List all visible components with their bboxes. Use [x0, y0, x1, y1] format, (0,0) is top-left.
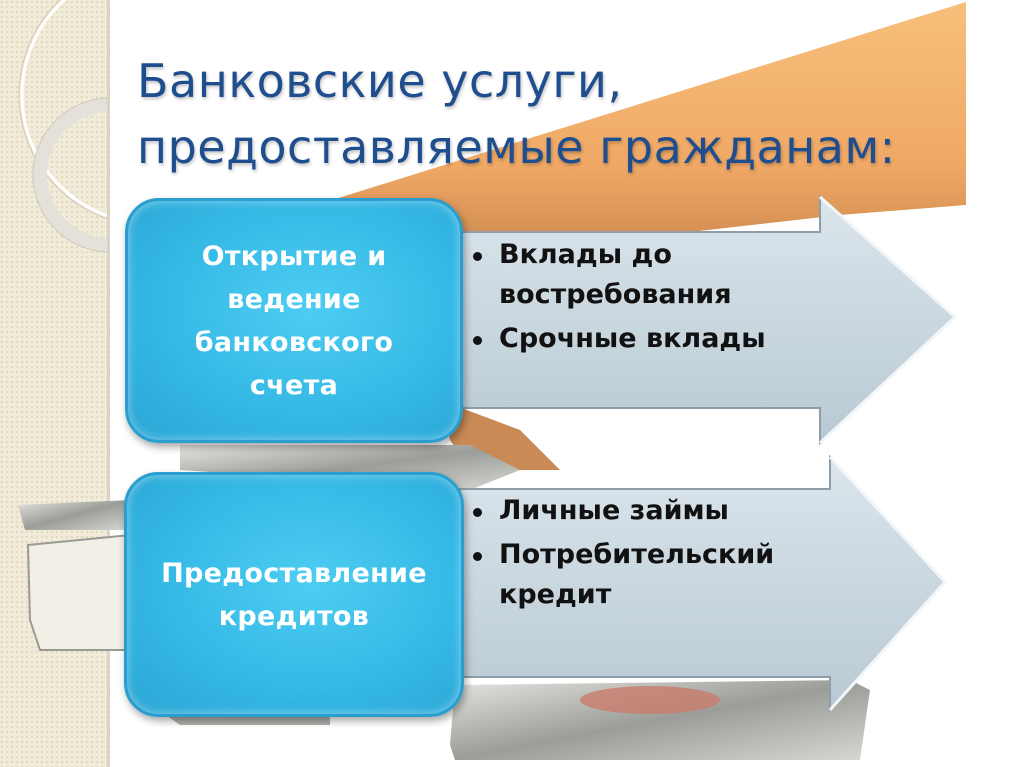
- service-box-account: Открытие и ведение банковского счета: [125, 198, 463, 443]
- list-item: Потребительский кредит: [465, 535, 835, 615]
- decorative-side-strip: [0, 0, 110, 767]
- service-arrow-deposits: Вклады до востребования Срочные вклады: [440, 195, 960, 445]
- arrow-right-shape-icon: [459, 455, 948, 713]
- title-line-1: Банковские услуги,: [137, 54, 623, 108]
- list-item: Вклады до востребования: [465, 235, 825, 315]
- service-box-label: Предоставление кредитов: [161, 557, 427, 632]
- decorative-circles-icon: [18, 0, 107, 253]
- credit-list: Личные займы Потребительский кредит: [465, 491, 835, 619]
- deposit-list: Вклады до востребования Срочные вклады: [465, 235, 825, 363]
- list-item: Срочные вклады: [465, 319, 825, 359]
- list-item: Личные займы: [465, 491, 835, 531]
- title-line-2: предоставляемые гражданам:: [137, 120, 896, 174]
- service-box-credit: Предоставление кредитов: [124, 472, 464, 717]
- service-box-label: Открытие и ведение банковского счета: [194, 240, 394, 401]
- arrow-right-shape-icon: [459, 195, 958, 445]
- page-title: Банковские услуги, предоставляемые гражд…: [137, 48, 957, 180]
- service-arrow-credits: Личные займы Потребительский кредит: [440, 455, 960, 715]
